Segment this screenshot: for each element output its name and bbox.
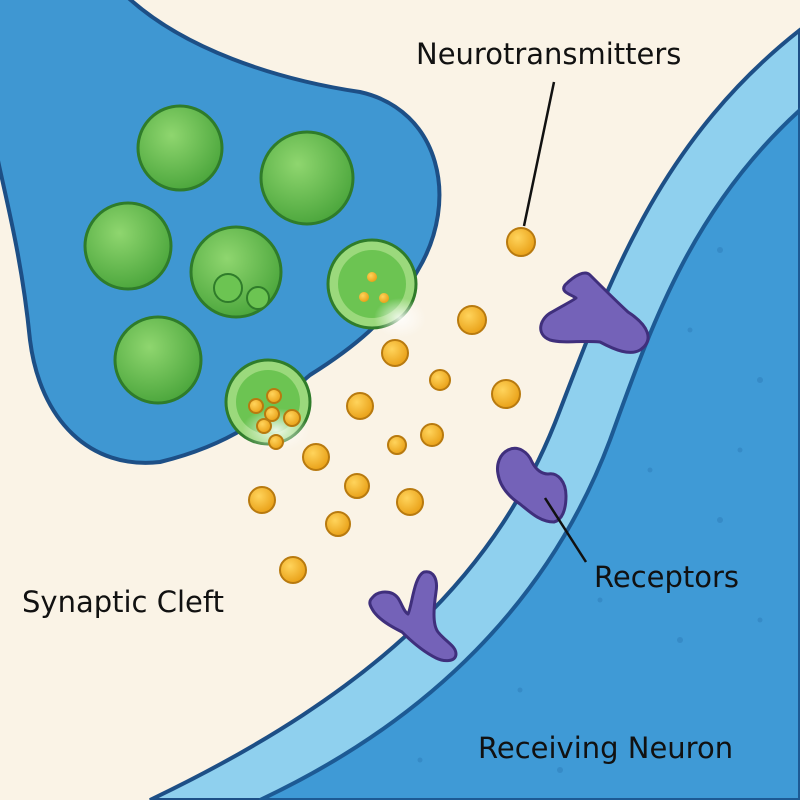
leader-lines: [522, 81, 588, 563]
receptors-leader-line: [543, 497, 588, 563]
vesicle: [259, 130, 355, 226]
neurotransmitter: [491, 379, 521, 409]
cytoplasm-dots: [417, 247, 763, 773]
neurotransmitter: [344, 473, 370, 499]
neurotransmitter: [248, 486, 276, 514]
receptors-label: Receptors: [594, 560, 740, 594]
neurotransmitter: [346, 392, 374, 420]
receiving-neuron: [149, 27, 800, 800]
neurotransmitter: [381, 339, 409, 367]
vesicle: [83, 201, 173, 291]
neurotransmitter: [429, 369, 451, 391]
neurotransmitter: [420, 423, 444, 447]
receiving-neuron-body: [259, 107, 800, 800]
synaptic-vesicles: [83, 104, 426, 452]
neurotransmitter: [457, 305, 487, 335]
receiving-neuron-label: Receiving Neuron: [478, 731, 734, 765]
neurotransmitter: [396, 488, 424, 516]
neurotransmitter: [302, 443, 330, 471]
neurotransmitters-label: Neurotransmitters: [416, 37, 682, 71]
neurotransmitter: [506, 227, 536, 257]
receptor: [539, 271, 650, 354]
vesicle: [113, 315, 203, 405]
neurotransmitter: [279, 556, 307, 584]
vesicle: [136, 104, 224, 192]
receptor: [368, 570, 458, 663]
neurotransmitter: [325, 511, 351, 537]
neurotransmitters-leader-line: [522, 81, 556, 227]
neurotransmitters: [248, 227, 536, 584]
synaptic-cleft-label: Synaptic Cleft: [22, 585, 224, 619]
neurotransmitter: [387, 435, 407, 455]
